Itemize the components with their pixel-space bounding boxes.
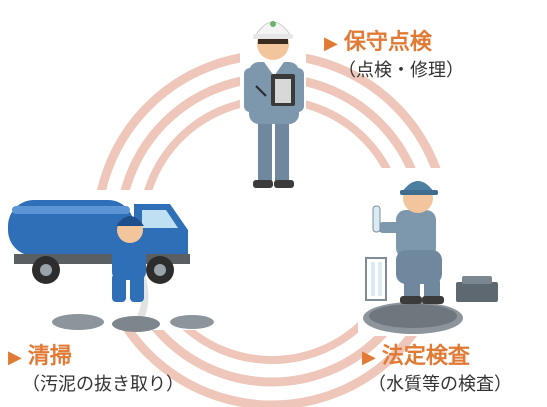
manhole-left-3 (170, 315, 214, 329)
inspection-title-text: 保守点検 (343, 30, 432, 55)
inspection-title: ▶保守点検 (324, 32, 464, 54)
inspector-figure (240, 8, 306, 194)
legal-inspection-label: ▶法定検査 （水質等の検査） (362, 346, 512, 394)
inspection-arrow-icon: ▶ (324, 33, 338, 54)
legal-inspection-subtitle: （水質等の検査） (368, 374, 512, 395)
cleaning-title-text: 清掃 (27, 344, 72, 369)
cleaning-arrow-icon: ▶ (8, 347, 22, 368)
cleaning-truck-figure (4, 190, 214, 332)
legal-inspection-arrow-icon: ▶ (362, 347, 376, 368)
legal-inspection-title-text: 法定検査 (381, 344, 470, 369)
cleaning-label: ▶清掃 （汚泥の抜き取り） (8, 346, 184, 394)
inspection-label: ▶保守点検 （点検・修理） (324, 32, 464, 80)
manhole-left-1 (52, 314, 104, 330)
manhole-left-2 (112, 316, 160, 332)
cleaning-subtitle: （汚泥の抜き取り） (22, 374, 184, 395)
water-tester-figure (358, 168, 508, 336)
cleaning-title: ▶清掃 (8, 346, 184, 368)
inspection-subtitle: （点検・修理） (338, 60, 464, 81)
legal-inspection-title: ▶法定検査 (362, 346, 512, 368)
